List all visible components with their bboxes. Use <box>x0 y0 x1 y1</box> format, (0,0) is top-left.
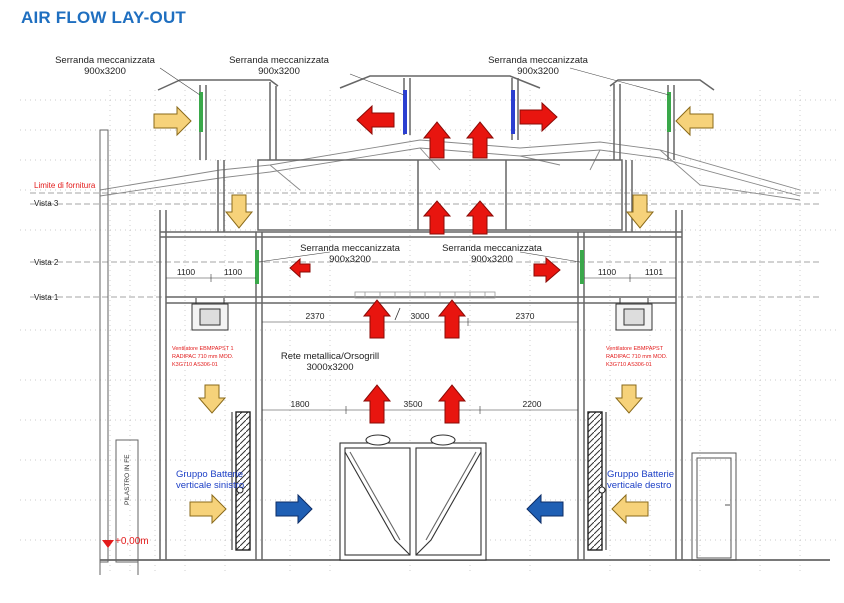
damper-label-lower-left: Serranda meccanizzata 900x3200 <box>300 243 401 265</box>
svg-text:K3G710 AS306-01: K3G710 AS306-01 <box>172 362 218 368</box>
red-arrow-up-icon <box>465 200 495 235</box>
battery-right-label: Gruppo Batterie verticale destro <box>607 469 674 491</box>
svg-text:1101: 1101 <box>645 267 664 277</box>
red-arrow-up-icon <box>362 384 392 424</box>
svg-text:Serranda meccanizzata: Serranda meccanizzata <box>229 55 330 66</box>
yellow-arrow-left-icon <box>611 493 649 525</box>
svg-text:Serranda meccanizzata: Serranda meccanizzata <box>55 55 156 66</box>
quota-marker: +0,00m <box>102 536 149 548</box>
yellow-arrow-down-icon <box>224 194 254 229</box>
svg-text:RADIPAC 710 mm MOD.: RADIPAC 710 mm MOD. <box>172 354 234 360</box>
svg-text:3000: 3000 <box>411 311 430 321</box>
fan-left-label: Ventilatore EBMPAPST 1 RADIPAC 710 mm MO… <box>172 346 234 368</box>
pilastro-column <box>99 129 139 575</box>
svg-text:Serranda meccanizzata: Serranda meccanizzata <box>488 55 589 66</box>
red-arrow-right-icon <box>519 101 558 133</box>
yellow-arrow-right-icon <box>153 105 192 137</box>
svg-text:verticale destro: verticale destro <box>607 480 671 491</box>
red-arrow-right-icon <box>533 256 561 284</box>
damper-label-left: Serranda meccanizzata 900x3200 <box>55 55 156 77</box>
central-unit <box>339 434 487 561</box>
svg-text:900x3200: 900x3200 <box>329 254 371 265</box>
damper-left-lower <box>255 250 259 284</box>
battery-coil-left <box>231 411 251 551</box>
red-arrow-up-icon <box>465 121 495 159</box>
red-arrow-up-icon <box>437 299 467 339</box>
fan-right-label: Ventilatore EBMPAPST RADIPAC 710 mm MOD.… <box>606 346 668 368</box>
svg-text:3500: 3500 <box>404 399 423 409</box>
svg-text:RADIPAC 710 mm MOD.: RADIPAC 710 mm MOD. <box>606 354 668 360</box>
svg-text:Rete metallica/Orsogrill: Rete metallica/Orsogrill <box>281 351 379 362</box>
svg-text:900x3200: 900x3200 <box>258 66 300 77</box>
blue-arrow-left-icon <box>526 493 564 525</box>
svg-text:Serranda meccanizzata: Serranda meccanizzata <box>442 243 543 254</box>
svg-text:Ventilatore EBMPAPST 1: Ventilatore EBMPAPST 1 <box>172 346 234 352</box>
yellow-arrow-right-icon <box>189 493 227 525</box>
damper-label-right: Serranda meccanizzata 900x3200 <box>488 55 589 77</box>
yellow-arrow-left-icon <box>675 105 714 137</box>
door <box>691 452 737 561</box>
svg-text:900x3200: 900x3200 <box>84 66 126 77</box>
red-arrow-up-icon <box>362 299 392 339</box>
damper-label-lower-right: Serranda meccanizzata 900x3200 <box>442 243 543 265</box>
limit-label: Limite di fornitura <box>34 181 96 190</box>
svg-text:900x3200: 900x3200 <box>517 66 559 77</box>
svg-text:2370: 2370 <box>516 311 535 321</box>
fan-left <box>191 298 229 331</box>
svg-text:+0,00m: +0,00m <box>115 536 149 547</box>
pilastro-label: PILASTRO IN FE <box>124 454 131 505</box>
page-title: AIR FLOW LAY-OUT <box>21 8 187 27</box>
level-lines <box>30 192 820 298</box>
red-arrow-up-icon <box>437 384 467 424</box>
red-arrow-up-icon <box>422 200 452 235</box>
vista1-label: Vista 1 <box>34 293 59 302</box>
yellow-arrow-down-icon <box>197 384 227 414</box>
svg-text:2370: 2370 <box>306 311 325 321</box>
svg-text:1100: 1100 <box>177 267 196 277</box>
svg-text:1100: 1100 <box>598 267 617 277</box>
svg-text:Ventilatore EBMPAPST: Ventilatore EBMPAPST <box>606 346 664 352</box>
svg-text:Gruppo Batterie: Gruppo Batterie <box>607 469 674 480</box>
grating-label: Rete metallica/Orsogrill 3000x3200 <box>281 351 379 373</box>
yellow-arrow-down-icon <box>625 194 655 229</box>
red-arrow-left-icon <box>356 104 395 136</box>
damper-left-top <box>199 92 203 132</box>
dimension-lines <box>166 274 676 414</box>
dimension-labels: 1100 1100 1100 1101 2370 3000 2370 1800 … <box>177 267 664 409</box>
damper-right-lower <box>580 250 584 284</box>
svg-text:verticale sinistro: verticale sinistro <box>176 480 244 491</box>
battery-coil-right <box>587 411 607 551</box>
leader-lines <box>159 67 670 263</box>
svg-text:2200: 2200 <box>523 399 542 409</box>
building-structure <box>100 75 830 561</box>
damper-right-top <box>667 92 671 132</box>
vista3-label: Vista 3 <box>34 199 59 208</box>
arrows <box>153 101 714 525</box>
svg-text:900x3200: 900x3200 <box>471 254 513 265</box>
svg-text:Gruppo Batterie: Gruppo Batterie <box>176 469 243 480</box>
svg-text:Serranda meccanizzata: Serranda meccanizzata <box>300 243 401 254</box>
blue-arrow-right-icon <box>275 493 313 525</box>
svg-text:K3G710 AS306-01: K3G710 AS306-01 <box>606 362 652 368</box>
red-arrow-left-icon <box>289 257 311 279</box>
svg-text:1100: 1100 <box>224 267 243 277</box>
fan-right <box>615 298 653 331</box>
damper-label-middle: Serranda meccanizzata 900x3200 <box>229 55 330 77</box>
svg-text:1800: 1800 <box>291 399 310 409</box>
roof-structure <box>99 139 801 201</box>
vista2-label: Vista 2 <box>34 258 59 267</box>
yellow-arrow-down-icon <box>614 384 644 414</box>
grating <box>354 291 496 321</box>
battery-left-label: Gruppo Batterie verticale sinistro <box>176 469 244 491</box>
damper-middle-left <box>403 90 407 134</box>
damper-middle-right <box>511 90 515 134</box>
red-arrow-up-icon <box>422 121 452 159</box>
svg-text:3000x3200: 3000x3200 <box>306 362 353 373</box>
